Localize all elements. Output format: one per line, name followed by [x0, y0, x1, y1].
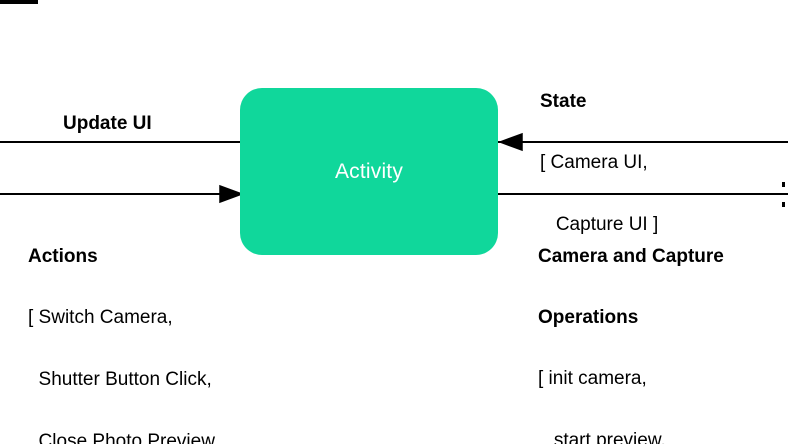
- flow-title-operations-line1: Camera and Capture: [538, 246, 724, 267]
- activity-node-label: Activity: [334, 160, 404, 183]
- flow-title-state: State: [540, 91, 587, 112]
- flow-block-state: State [ Camera UI, Capture UI ]: [540, 53, 658, 274]
- flow-item-state-0: [ Camera UI,: [540, 152, 648, 173]
- flow-item-actions-0: [ Switch Camera,: [28, 307, 173, 328]
- arrowhead-left-icon: [497, 132, 526, 152]
- connector-line-operations: [498, 193, 788, 195]
- flow-item-operations-0: [ init camera,: [538, 368, 647, 389]
- connector-line-state: [498, 141, 788, 143]
- flow-item-state-1: Capture UI ]: [540, 214, 659, 235]
- flow-item-actions-1: Shutter Button Click,: [28, 369, 212, 390]
- flow-title-actions: Actions: [28, 246, 98, 267]
- activity-node[interactable]: Activity: [240, 88, 498, 255]
- connector-line-update-ui: [0, 141, 240, 143]
- flow-label-update-ui: Update UI: [63, 113, 152, 134]
- connector-line-actions: [0, 193, 240, 195]
- flow-item-operations-1: start preview,: [538, 430, 666, 444]
- flow-item-actions-2: Close Photo Preview,: [28, 431, 220, 444]
- line-endpoint-tick-lower: [782, 202, 785, 207]
- flow-block-operations: Camera and Capture Operations [ init cam…: [538, 208, 724, 444]
- crop-artifact-bar: [0, 0, 38, 4]
- flow-title-operations-line2: Operations: [538, 307, 639, 328]
- arrowhead-right-icon: [216, 184, 245, 204]
- line-endpoint-tick-upper: [782, 182, 785, 187]
- flow-block-actions: Actions [ Switch Camera, Shutter Button …: [28, 208, 258, 444]
